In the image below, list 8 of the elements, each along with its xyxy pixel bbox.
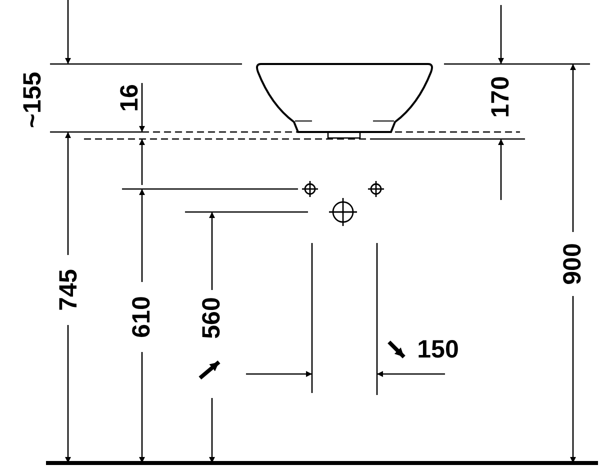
dimension-value: 610: [130, 296, 154, 338]
dimension-value: 560: [200, 297, 224, 339]
dimension-value: 150: [417, 338, 459, 362]
dimension-value: 170: [488, 76, 514, 118]
dimension-value: 16: [118, 84, 142, 112]
dimension-value: ~155: [20, 72, 46, 128]
dimension-value: 900: [560, 243, 586, 285]
dimension-value: 745: [56, 269, 82, 311]
